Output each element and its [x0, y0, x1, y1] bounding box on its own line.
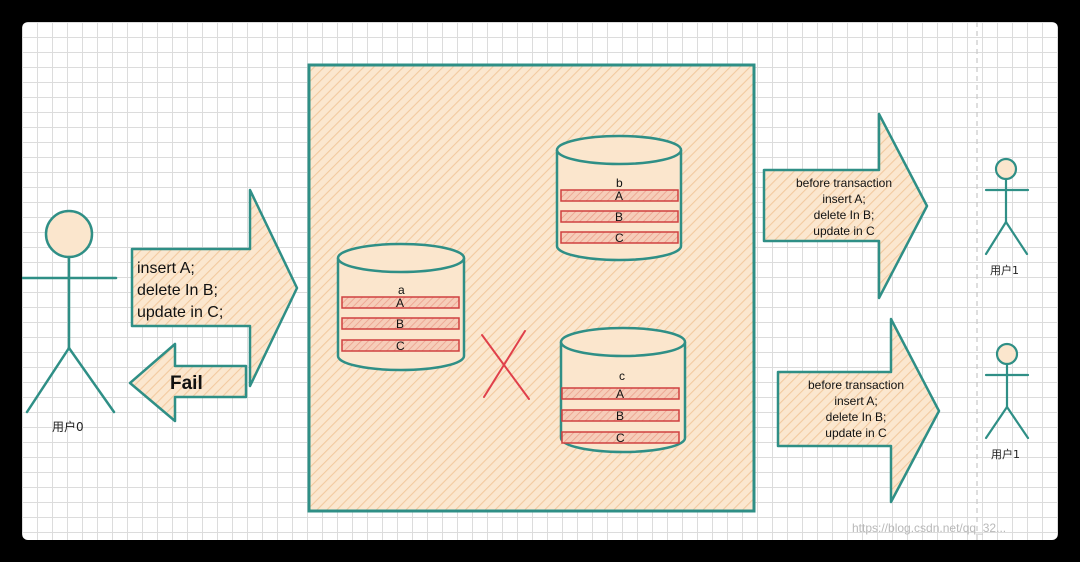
response-1-line-1: before transaction [796, 176, 892, 190]
response-2-line-1: before transaction [808, 378, 904, 392]
user1-top-label: 用户1 [990, 263, 1019, 277]
database-a-row-c [341, 339, 460, 352]
database-b-row-b [560, 210, 679, 223]
database-a-row-a [341, 296, 460, 309]
database-a-row-a-label: A [396, 296, 404, 310]
user1-top-figure [984, 157, 1030, 256]
user1-bottom-label: 用户1 [991, 447, 1020, 461]
database-b: b A B C [555, 134, 683, 262]
database-a-row-b-label: B [396, 317, 404, 331]
diagram-canvas: 用户0 insert A; delete In B; update in C; … [22, 22, 1058, 540]
request-arrow: insert A; delete In B; update in C; [130, 188, 299, 388]
database-c-row-c [561, 431, 680, 444]
watermark: https://blog.csdn.net/qq_32... [852, 521, 1006, 535]
fail-label: Fail [170, 373, 203, 394]
database-c-row-b-label: B [616, 409, 624, 423]
database-c: c A B C [559, 326, 687, 454]
request-line-2: delete In B; [137, 282, 218, 299]
database-a-row-b [341, 317, 460, 330]
database-a-name: a [398, 283, 405, 297]
request-line-3: update in C; [137, 304, 223, 321]
database-b-row-a [560, 189, 679, 202]
user0-head [44, 209, 94, 259]
response-1-line-4: update in C [813, 224, 875, 238]
user0-label: 用户0 [52, 419, 84, 434]
database-c-row-b [561, 409, 680, 422]
response-2-line-2: insert A; [834, 394, 877, 408]
database-a: a A B C [336, 242, 466, 372]
user1-bottom-figure [984, 342, 1030, 440]
response-arrow-1: before transaction insert A; delete In B… [762, 112, 929, 300]
database-c-row-a [561, 387, 680, 400]
database-b-name: b [616, 176, 623, 190]
database-b-row-c-label: C [615, 231, 624, 245]
response-arrow-2: before transaction insert A; delete In B… [776, 317, 941, 504]
failure-cross-icon [481, 330, 530, 400]
database-c-row-a-label: A [616, 387, 624, 401]
database-a-row-c-label: C [396, 339, 405, 353]
database-b-row-a-label: A [615, 189, 623, 203]
response-2-line-3: delete In B; [826, 410, 887, 424]
user0-figure [22, 209, 118, 414]
database-c-name: c [619, 369, 625, 383]
request-line-1: insert A; [137, 260, 195, 277]
diagram-svg: 用户0 insert A; delete In B; update in C; … [22, 22, 1030, 540]
database-b-row-c [560, 231, 679, 244]
database-c-row-c-label: C [616, 431, 625, 445]
response-1-line-3: delete In B; [814, 208, 875, 222]
fail-arrow: Fail [128, 342, 248, 423]
response-1-line-2: insert A; [822, 192, 865, 206]
database-b-row-b-label: B [615, 210, 623, 224]
response-2-line-4: update in C [825, 426, 887, 440]
